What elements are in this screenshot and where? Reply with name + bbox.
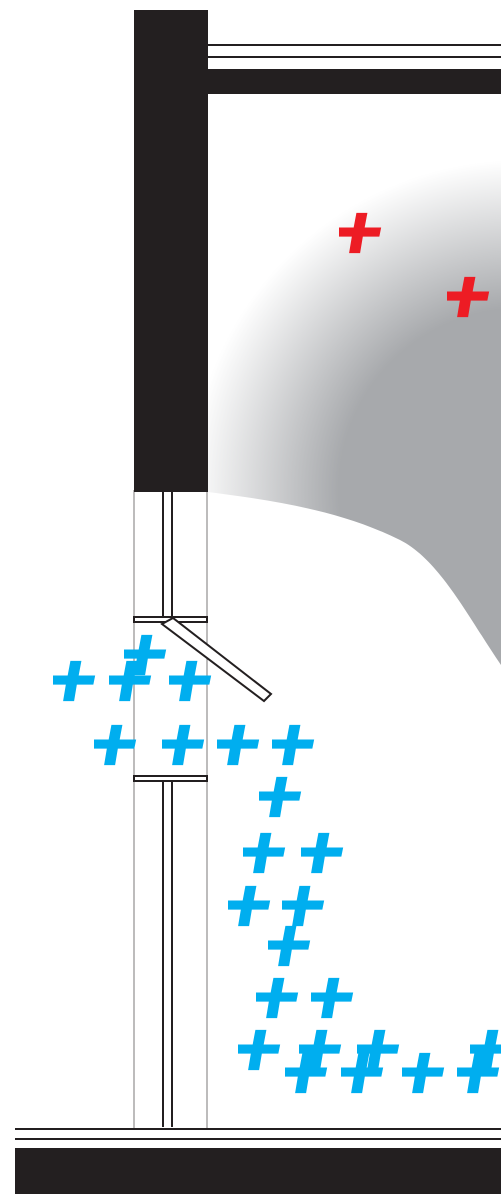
guide-lines <box>133 490 208 1128</box>
cool-plus-marker-2 <box>53 660 96 702</box>
cool-plus-marker-10 <box>243 832 286 874</box>
window-sill-lower <box>133 775 208 782</box>
cool-plus-marker-12 <box>228 885 271 927</box>
ground-lines <box>15 1128 501 1140</box>
cool-plus-marker-8 <box>272 724 315 766</box>
cool-plus-marker-7 <box>217 724 260 766</box>
shaded-region <box>208 94 501 665</box>
ground-bar <box>15 1148 501 1194</box>
wall-column <box>134 10 208 492</box>
cool-plus-marker-5 <box>94 724 137 766</box>
cool-plus-marker-14 <box>268 925 311 967</box>
cool-plus-marker-4 <box>169 660 212 702</box>
cool-plus-marker-13 <box>282 885 325 927</box>
open-window-sash <box>160 616 273 703</box>
roof-bar <box>208 69 501 94</box>
cool-plus-marker-16 <box>311 977 354 1019</box>
cool-plus-marker-11 <box>301 832 344 874</box>
cool-plus-marker-15 <box>256 977 299 1019</box>
pole <box>162 490 173 1127</box>
cool-plus-marker-6 <box>162 724 205 766</box>
cool-plus-marker-9 <box>259 776 302 818</box>
roof-lines <box>208 44 501 58</box>
cool-plus-marker-17 <box>238 1029 281 1071</box>
cool-plus-marker-23 <box>402 1052 445 1094</box>
cool-markers <box>53 634 501 1094</box>
